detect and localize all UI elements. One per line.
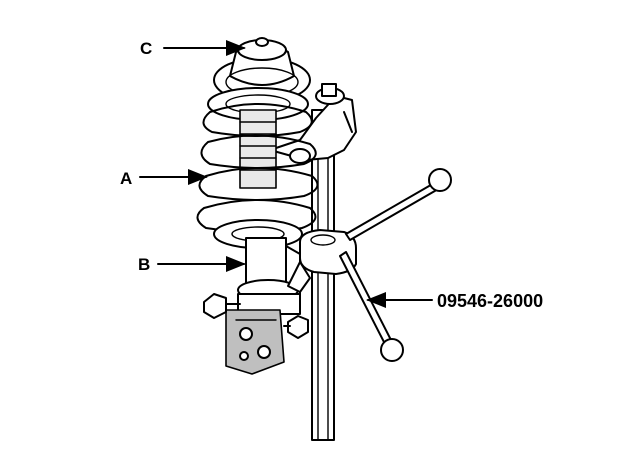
dust-boot xyxy=(239,109,277,189)
strut-body xyxy=(237,237,301,315)
callout-tool-number: 09546-26000 xyxy=(437,291,544,311)
callout-c: C xyxy=(140,39,153,58)
t-handle xyxy=(339,168,452,362)
compressor-lower-clamp xyxy=(287,229,357,293)
compressor-upper-arm xyxy=(269,83,357,164)
callout-b: B xyxy=(138,255,151,274)
knuckle-bracket xyxy=(225,309,285,375)
coil-spring xyxy=(196,103,319,233)
callout-a: A xyxy=(120,169,133,188)
clamp-bolts xyxy=(203,293,309,339)
callout-leaders xyxy=(139,40,433,308)
